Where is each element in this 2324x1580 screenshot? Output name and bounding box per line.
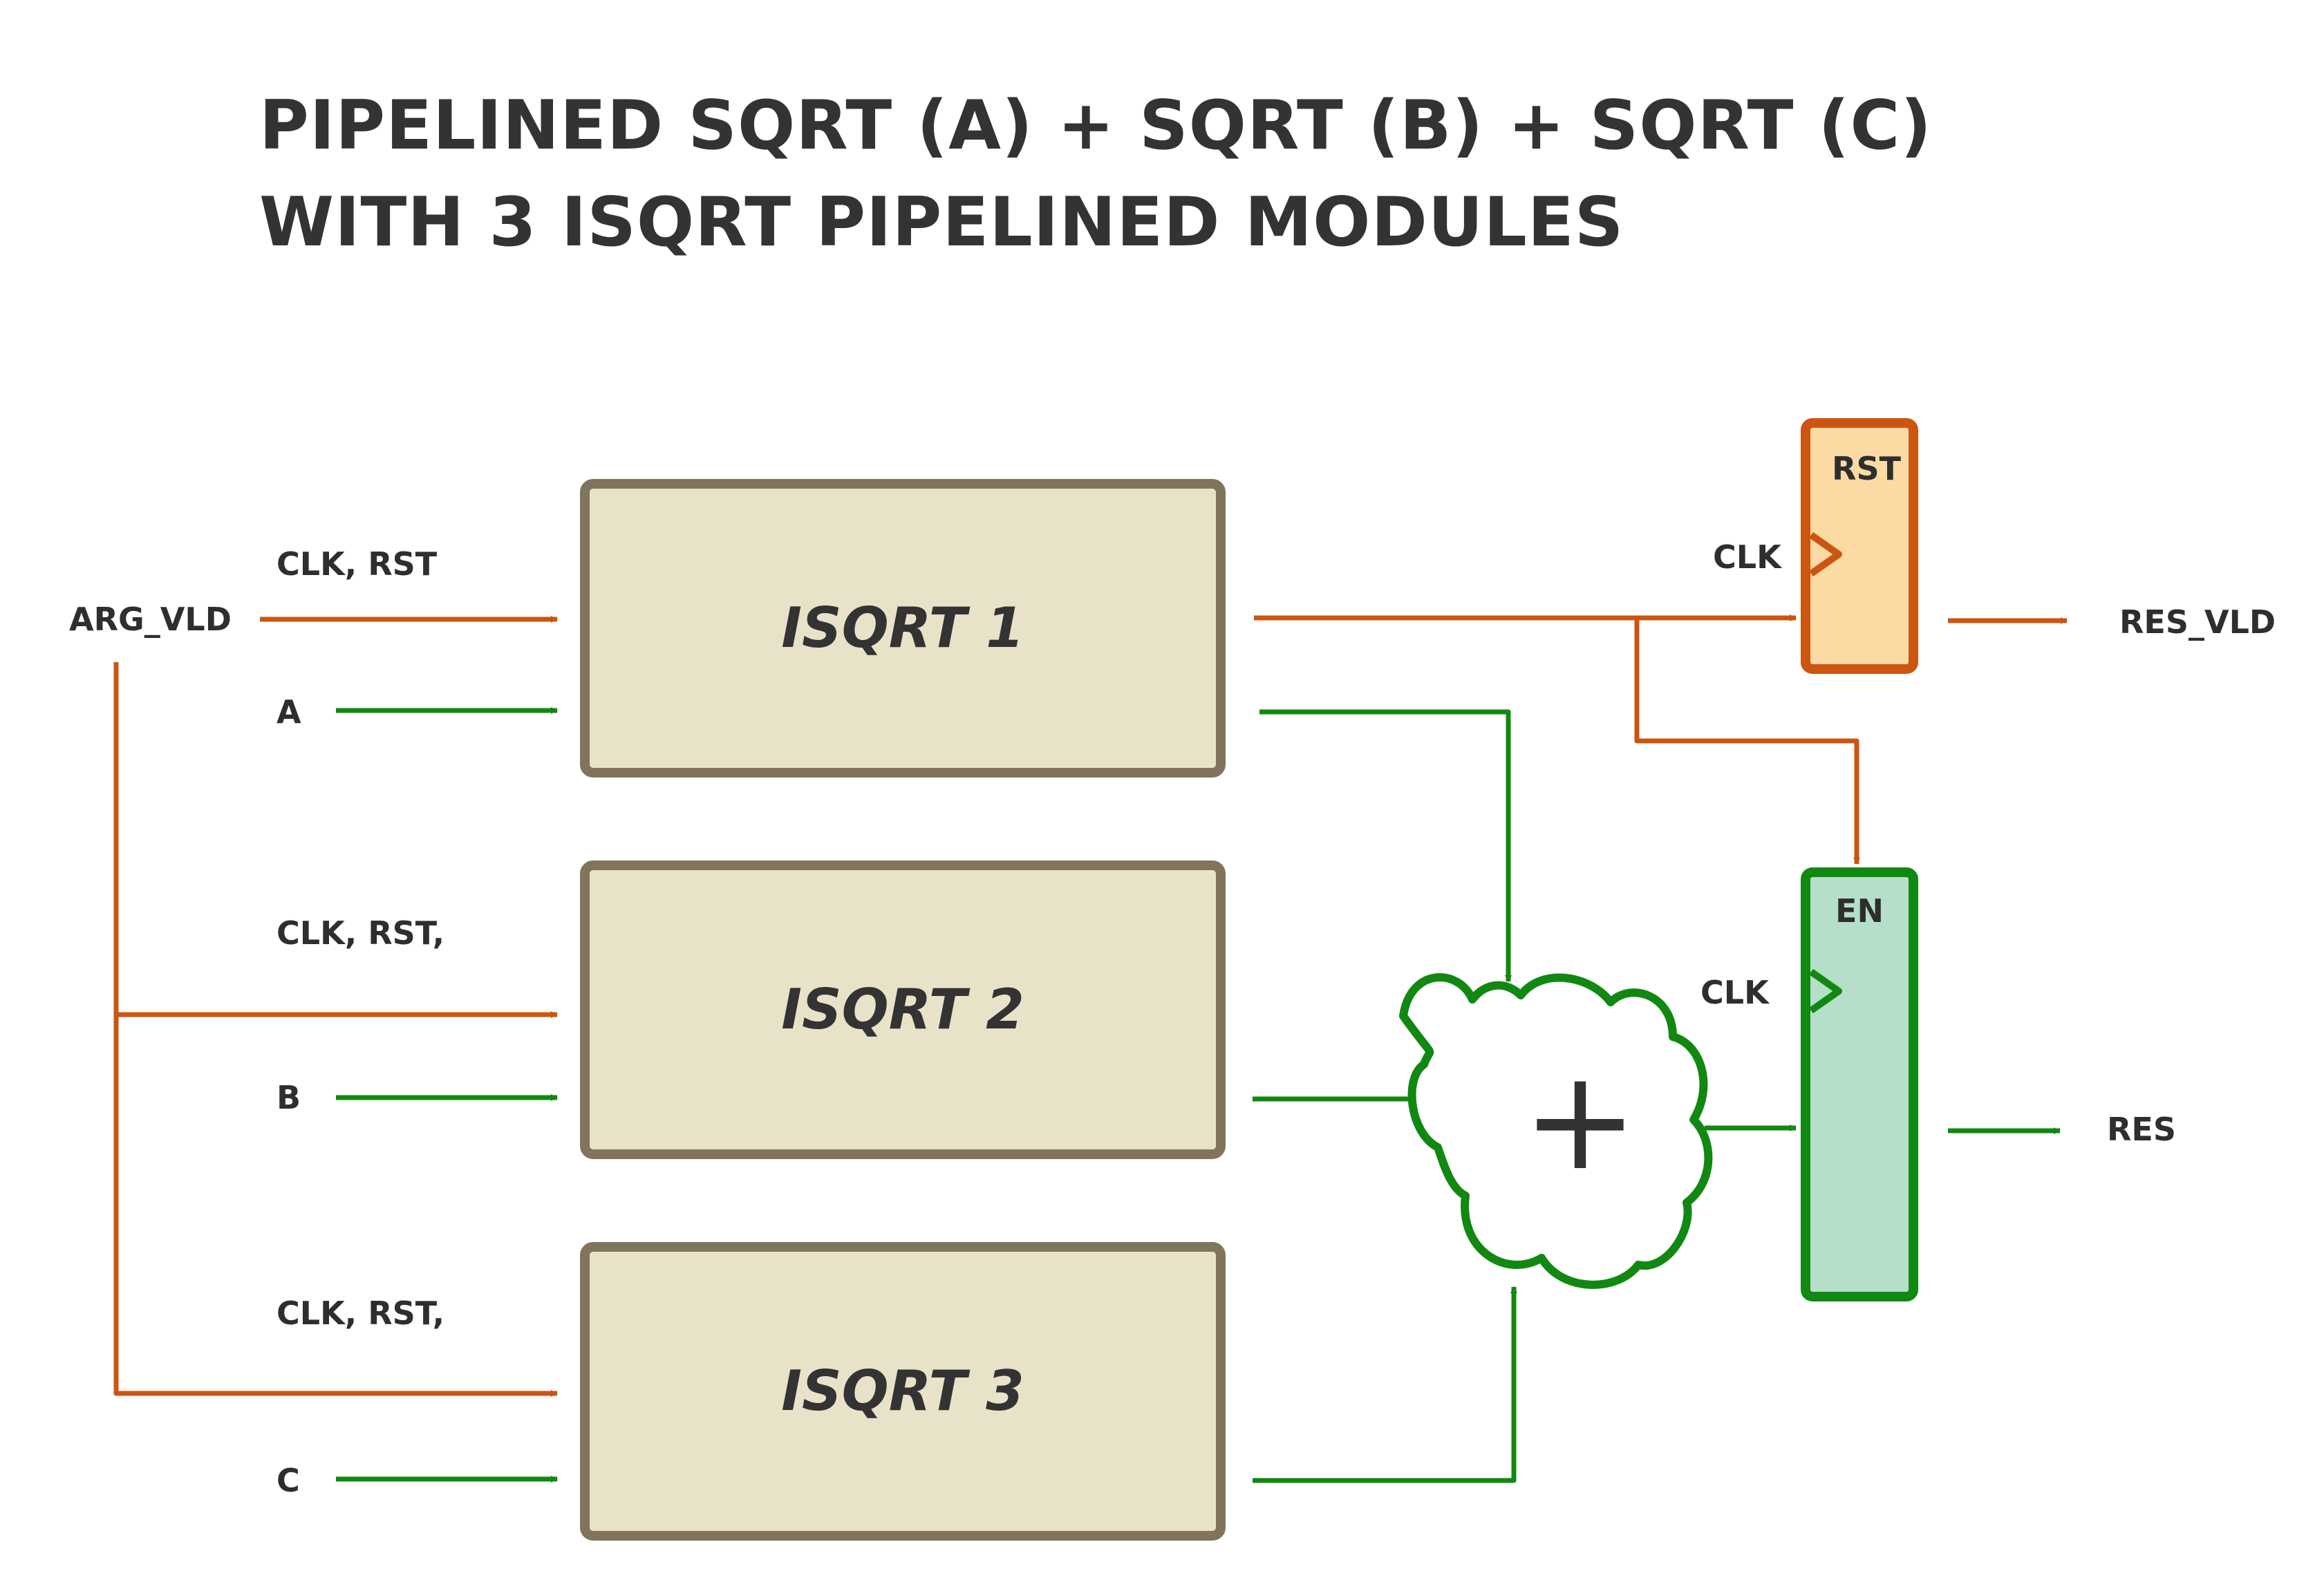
ctrl-label-2: CLK, RST, [277, 914, 444, 952]
isqrt-3-box [580, 1242, 1226, 1541]
arg-vld-wire-3 [113, 662, 558, 1397]
isqrt-module-3: ISQRT 3 [580, 1242, 1226, 1541]
data-label-a: A [277, 693, 301, 731]
res-register-en-label: EN [1835, 892, 1884, 930]
vld-register-box [1801, 418, 1918, 674]
vld-register-clock-icon [1809, 532, 1842, 577]
isqrt-2-label: ISQRT 2 [781, 977, 1024, 1042]
res-register-box [1801, 867, 1918, 1301]
res-register: EN [1801, 867, 1918, 1301]
ctrl-label-3: CLK, RST, [277, 1295, 444, 1332]
isqrt-module-2: ISQRT 2 [580, 860, 1226, 1159]
vld-register-clk-label: CLK [1713, 538, 1783, 576]
sqrt-a-to-adder-wire [1259, 709, 1512, 982]
isqrt-1-label: ISQRT 1 [781, 596, 1024, 660]
vld-register-rst-label: RST [1832, 450, 1902, 487]
isqrt-3-label: ISQRT 3 [781, 1359, 1024, 1423]
data-label-b: B [277, 1079, 301, 1116]
isqrt-2-box [580, 860, 1226, 1159]
sqrt-c-to-adder-wire [1253, 1286, 1517, 1483]
isqrt-module-1: ISQRT 1 [580, 479, 1226, 778]
res-register-clock-icon [1809, 968, 1842, 1014]
adder-cloud-shape [1399, 973, 1713, 1289]
vld-register: RST [1801, 418, 1918, 674]
title-line-1: PIPELINED SQRT (A) + SQRT (B) + SQRT (C) [259, 86, 1932, 165]
res-label: RES [2107, 1111, 2176, 1148]
adder-plus-symbol: + [1522, 1040, 1638, 1201]
res-vld-label: RES_VLD [2119, 603, 2276, 641]
res-register-clk-label: CLK [1700, 974, 1770, 1011]
title-line-2: WITH 3 ISQRT PIPELINED MODULES [259, 183, 1624, 262]
data-label-c: C [277, 1462, 300, 1499]
ctrl-label-1: CLK, RST [277, 545, 438, 583]
vld-to-enable-wire [1634, 618, 1860, 865]
adder-cloud: + [1399, 973, 1713, 1289]
arg-vld-label: ARG_VLD [69, 601, 232, 638]
isqrt-1-box [580, 479, 1226, 778]
